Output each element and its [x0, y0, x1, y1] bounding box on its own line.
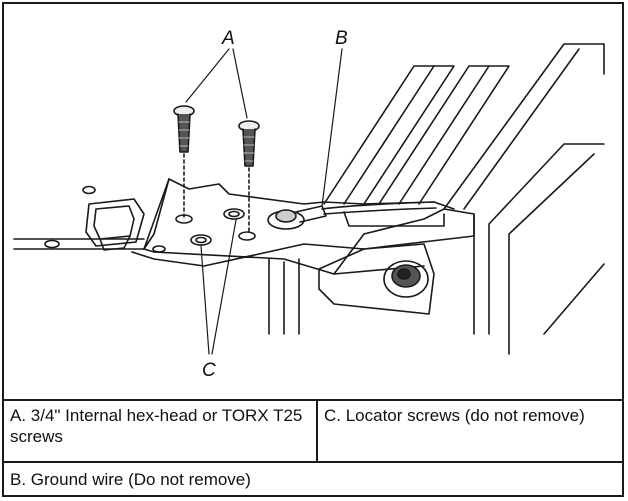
- cabinet-frame: [323, 43, 605, 355]
- screw-left: [173, 105, 195, 218]
- callout-a: A: [221, 28, 235, 49]
- legend-c: C. Locator screws (do not remove): [324, 406, 585, 425]
- hinge-illustration: A B C: [4, 4, 622, 399]
- hinge-pin: [268, 243, 435, 335]
- plate-holes: [175, 208, 256, 246]
- left-bracket: [44, 185, 166, 253]
- callout-b: B: [335, 28, 348, 49]
- legend-row-2: B. Ground wire (Do not remove): [4, 461, 622, 495]
- legend-b: B. Ground wire (Do not remove): [10, 470, 251, 489]
- ground-wire-assembly: [267, 201, 445, 230]
- leader-lines: [185, 48, 343, 355]
- callout-c: C: [202, 360, 216, 381]
- screw-right: [238, 120, 260, 233]
- diagram-frame: A B C A. 3/4" Internal hex-head or TORX …: [2, 2, 624, 497]
- legend-row-1: A. 3/4" Internal hex-head or TORX T25 sc…: [4, 399, 622, 461]
- legend-a: A. 3/4" Internal hex-head or TORX T25 sc…: [4, 401, 318, 461]
